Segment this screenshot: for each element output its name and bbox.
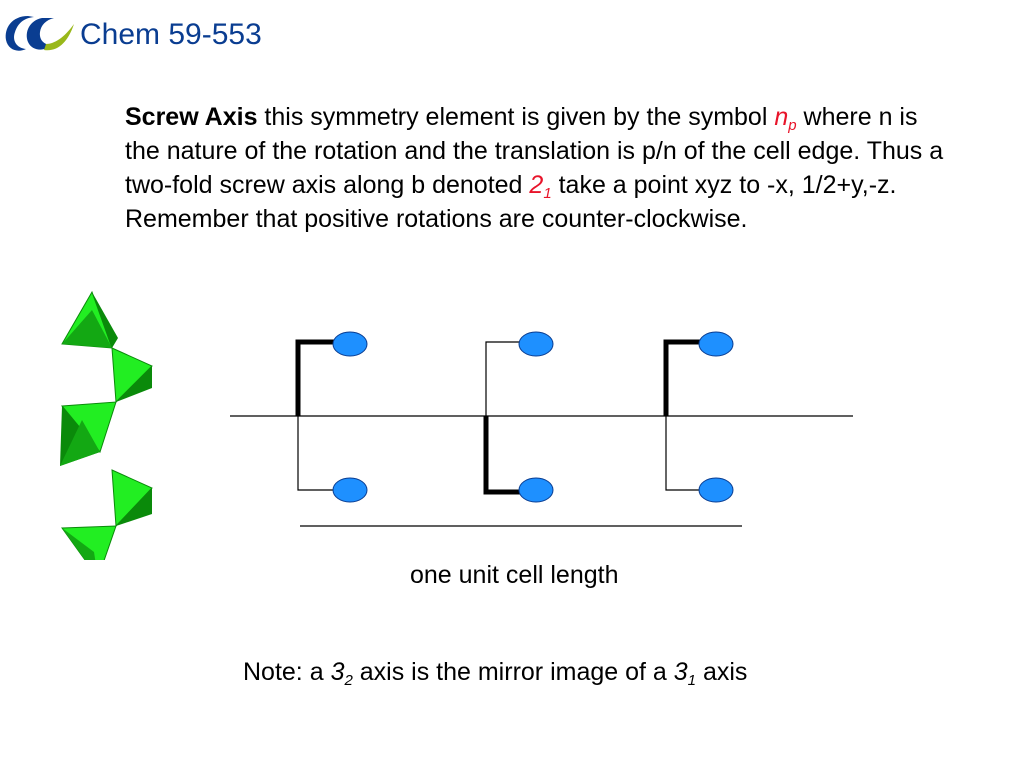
atom-pair-3 <box>663 331 734 503</box>
atom-lower <box>518 477 554 503</box>
symbol-31: 31 <box>673 658 696 689</box>
atom-lower <box>698 477 734 503</box>
symbol-31-sub: 1 <box>687 672 696 689</box>
atom-lower <box>332 477 368 503</box>
note-middle: axis is the mirror image of a <box>352 658 674 686</box>
course-title: Chem 59-553 <box>80 18 262 51</box>
atom-upper <box>518 331 554 357</box>
atom-pair-1 <box>295 331 368 503</box>
screw-axis-description: Screw Axis this symmetry element is give… <box>125 100 945 236</box>
screw-axis-diagram <box>60 290 853 560</box>
symbol-np-sub: p <box>788 117 797 134</box>
symbol-21-sub: 1 <box>543 185 552 202</box>
polyhedra-chain-illustration <box>60 290 153 560</box>
atom-upper <box>332 331 368 357</box>
note-suffix: axis <box>696 658 748 686</box>
symbol-np-main: n <box>774 103 789 131</box>
atom-pair-2 <box>483 331 554 503</box>
slide-header: Chem 59-553 <box>0 0 1024 70</box>
symbol-21-main: 2 <box>529 171 544 199</box>
symbol-32-main: 3 <box>330 658 345 686</box>
unit-cell-length-label: one unit cell length <box>410 561 619 589</box>
description-transform: take a point xyz to -x, 1/2+y,-z. Rememb… <box>125 171 897 233</box>
description-intro: this symmetry element is given by the sy… <box>257 103 775 131</box>
term-screw-axis: Screw Axis <box>125 103 258 131</box>
symbol-31-main: 3 <box>673 658 688 686</box>
note-prefix: Note: a <box>243 658 331 686</box>
symbol-32: 32 <box>330 658 353 689</box>
description-rotation: where n is the nature of the rotation an… <box>125 103 944 199</box>
symbol-21: 21 <box>529 171 552 202</box>
symbol-32-sub: 2 <box>344 672 353 689</box>
symbol-np: np <box>774 103 797 134</box>
university-logo-icon <box>5 16 74 51</box>
mirror-image-note: Note: a 32 axis is the mirror image of a… <box>243 658 748 689</box>
atom-upper <box>698 331 734 357</box>
